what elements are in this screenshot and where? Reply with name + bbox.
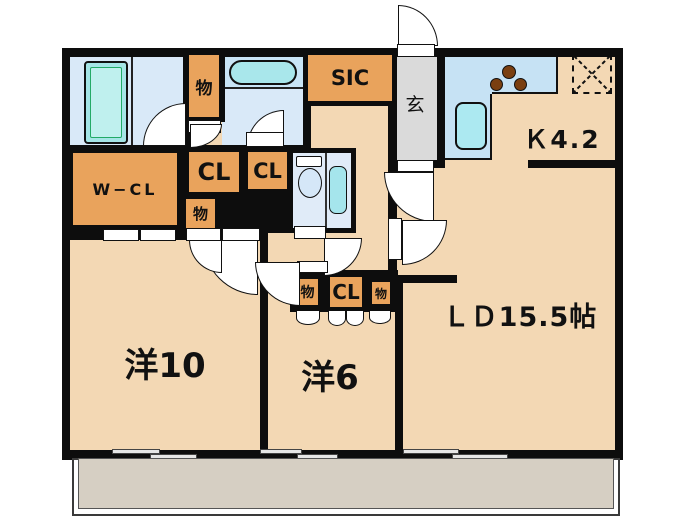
bifold-door	[369, 311, 391, 324]
kitchen-label: Ｋ4.2	[512, 122, 612, 154]
closet-label: CL	[253, 158, 282, 183]
kitchen-label-text: Ｋ4.2	[523, 125, 601, 154]
sliding-window	[112, 449, 160, 454]
sliding-window	[403, 449, 459, 454]
entrance-label-text: 玄	[405, 93, 425, 116]
washroom-door	[246, 132, 284, 147]
wcl-door-right	[140, 229, 176, 241]
washbasin	[229, 60, 297, 85]
room10-label-text: 洋10	[124, 345, 206, 386]
counter-edge	[490, 94, 492, 160]
refrigerator-space	[572, 54, 612, 94]
bifold-door	[346, 311, 364, 326]
room6-door	[297, 261, 328, 273]
closet-hall-left-box: CL	[186, 149, 242, 195]
toilet-door	[294, 226, 326, 239]
storage-hall-box: 物	[183, 196, 218, 231]
closet-r6-box: CL	[327, 274, 365, 310]
wall-room-divider	[260, 227, 268, 460]
bathroom-partition	[131, 56, 133, 145]
hall-door	[397, 160, 434, 172]
wall	[62, 48, 70, 460]
wall	[62, 48, 398, 57]
bifold-door	[328, 311, 346, 326]
wcl-door-left	[103, 229, 139, 241]
storage-label: 物	[300, 285, 315, 301]
front-door	[397, 44, 435, 57]
closet-hall-right-box: CL	[245, 149, 290, 192]
bifold-door	[296, 311, 320, 325]
toilet-bowl	[298, 168, 322, 198]
counter-edge	[556, 56, 558, 94]
closet-label: CL	[197, 158, 231, 186]
shoe-closet-label: SIC	[330, 66, 370, 90]
wall	[62, 450, 623, 460]
wall	[615, 48, 623, 460]
entrance-genkan	[393, 57, 437, 162]
toilet-room-partition	[325, 153, 327, 228]
counter-edge	[445, 158, 492, 160]
laundry-pan	[329, 166, 347, 214]
wall	[430, 160, 445, 168]
wall	[387, 275, 457, 283]
front-door-swing	[398, 5, 438, 46]
stove-burner-icon	[490, 78, 503, 91]
storage-label: 物	[192, 205, 208, 223]
wall	[388, 50, 397, 285]
bathtub-inner	[90, 67, 122, 138]
room10-label: 洋10	[105, 338, 225, 386]
room6-label: 洋6	[278, 350, 382, 398]
walk-in-closet-box: W−CL	[70, 150, 180, 228]
kitchen-sink	[455, 102, 487, 150]
walk-in-closet-label: W−CL	[92, 179, 158, 199]
storage-label: 物	[374, 286, 387, 301]
ld-label-text: ＬＤ15.5帖	[442, 301, 598, 333]
shoe-closet-box: SIC	[303, 50, 397, 106]
counter-edge	[492, 92, 558, 94]
ld-door	[388, 218, 402, 260]
wall	[437, 48, 445, 162]
stove-burner-icon	[514, 78, 527, 91]
storage-top-label: 物	[195, 78, 213, 99]
living-dining-label: ＬＤ15.5帖	[420, 294, 620, 334]
entrance-label: 玄	[402, 90, 428, 116]
wall	[432, 48, 623, 57]
room6-label-text: 洋6	[301, 357, 359, 398]
toilet-tank	[296, 156, 322, 167]
storage-top-box: 物	[186, 52, 222, 120]
storage-r6-right-box: 物	[369, 279, 393, 307]
wall-kitchen-stub	[528, 160, 623, 168]
closet-label: CL	[332, 280, 360, 304]
stove-burner-icon	[502, 65, 516, 79]
balcony-floor	[78, 458, 614, 509]
wall-room-divider	[395, 275, 403, 460]
sliding-window	[260, 449, 302, 454]
